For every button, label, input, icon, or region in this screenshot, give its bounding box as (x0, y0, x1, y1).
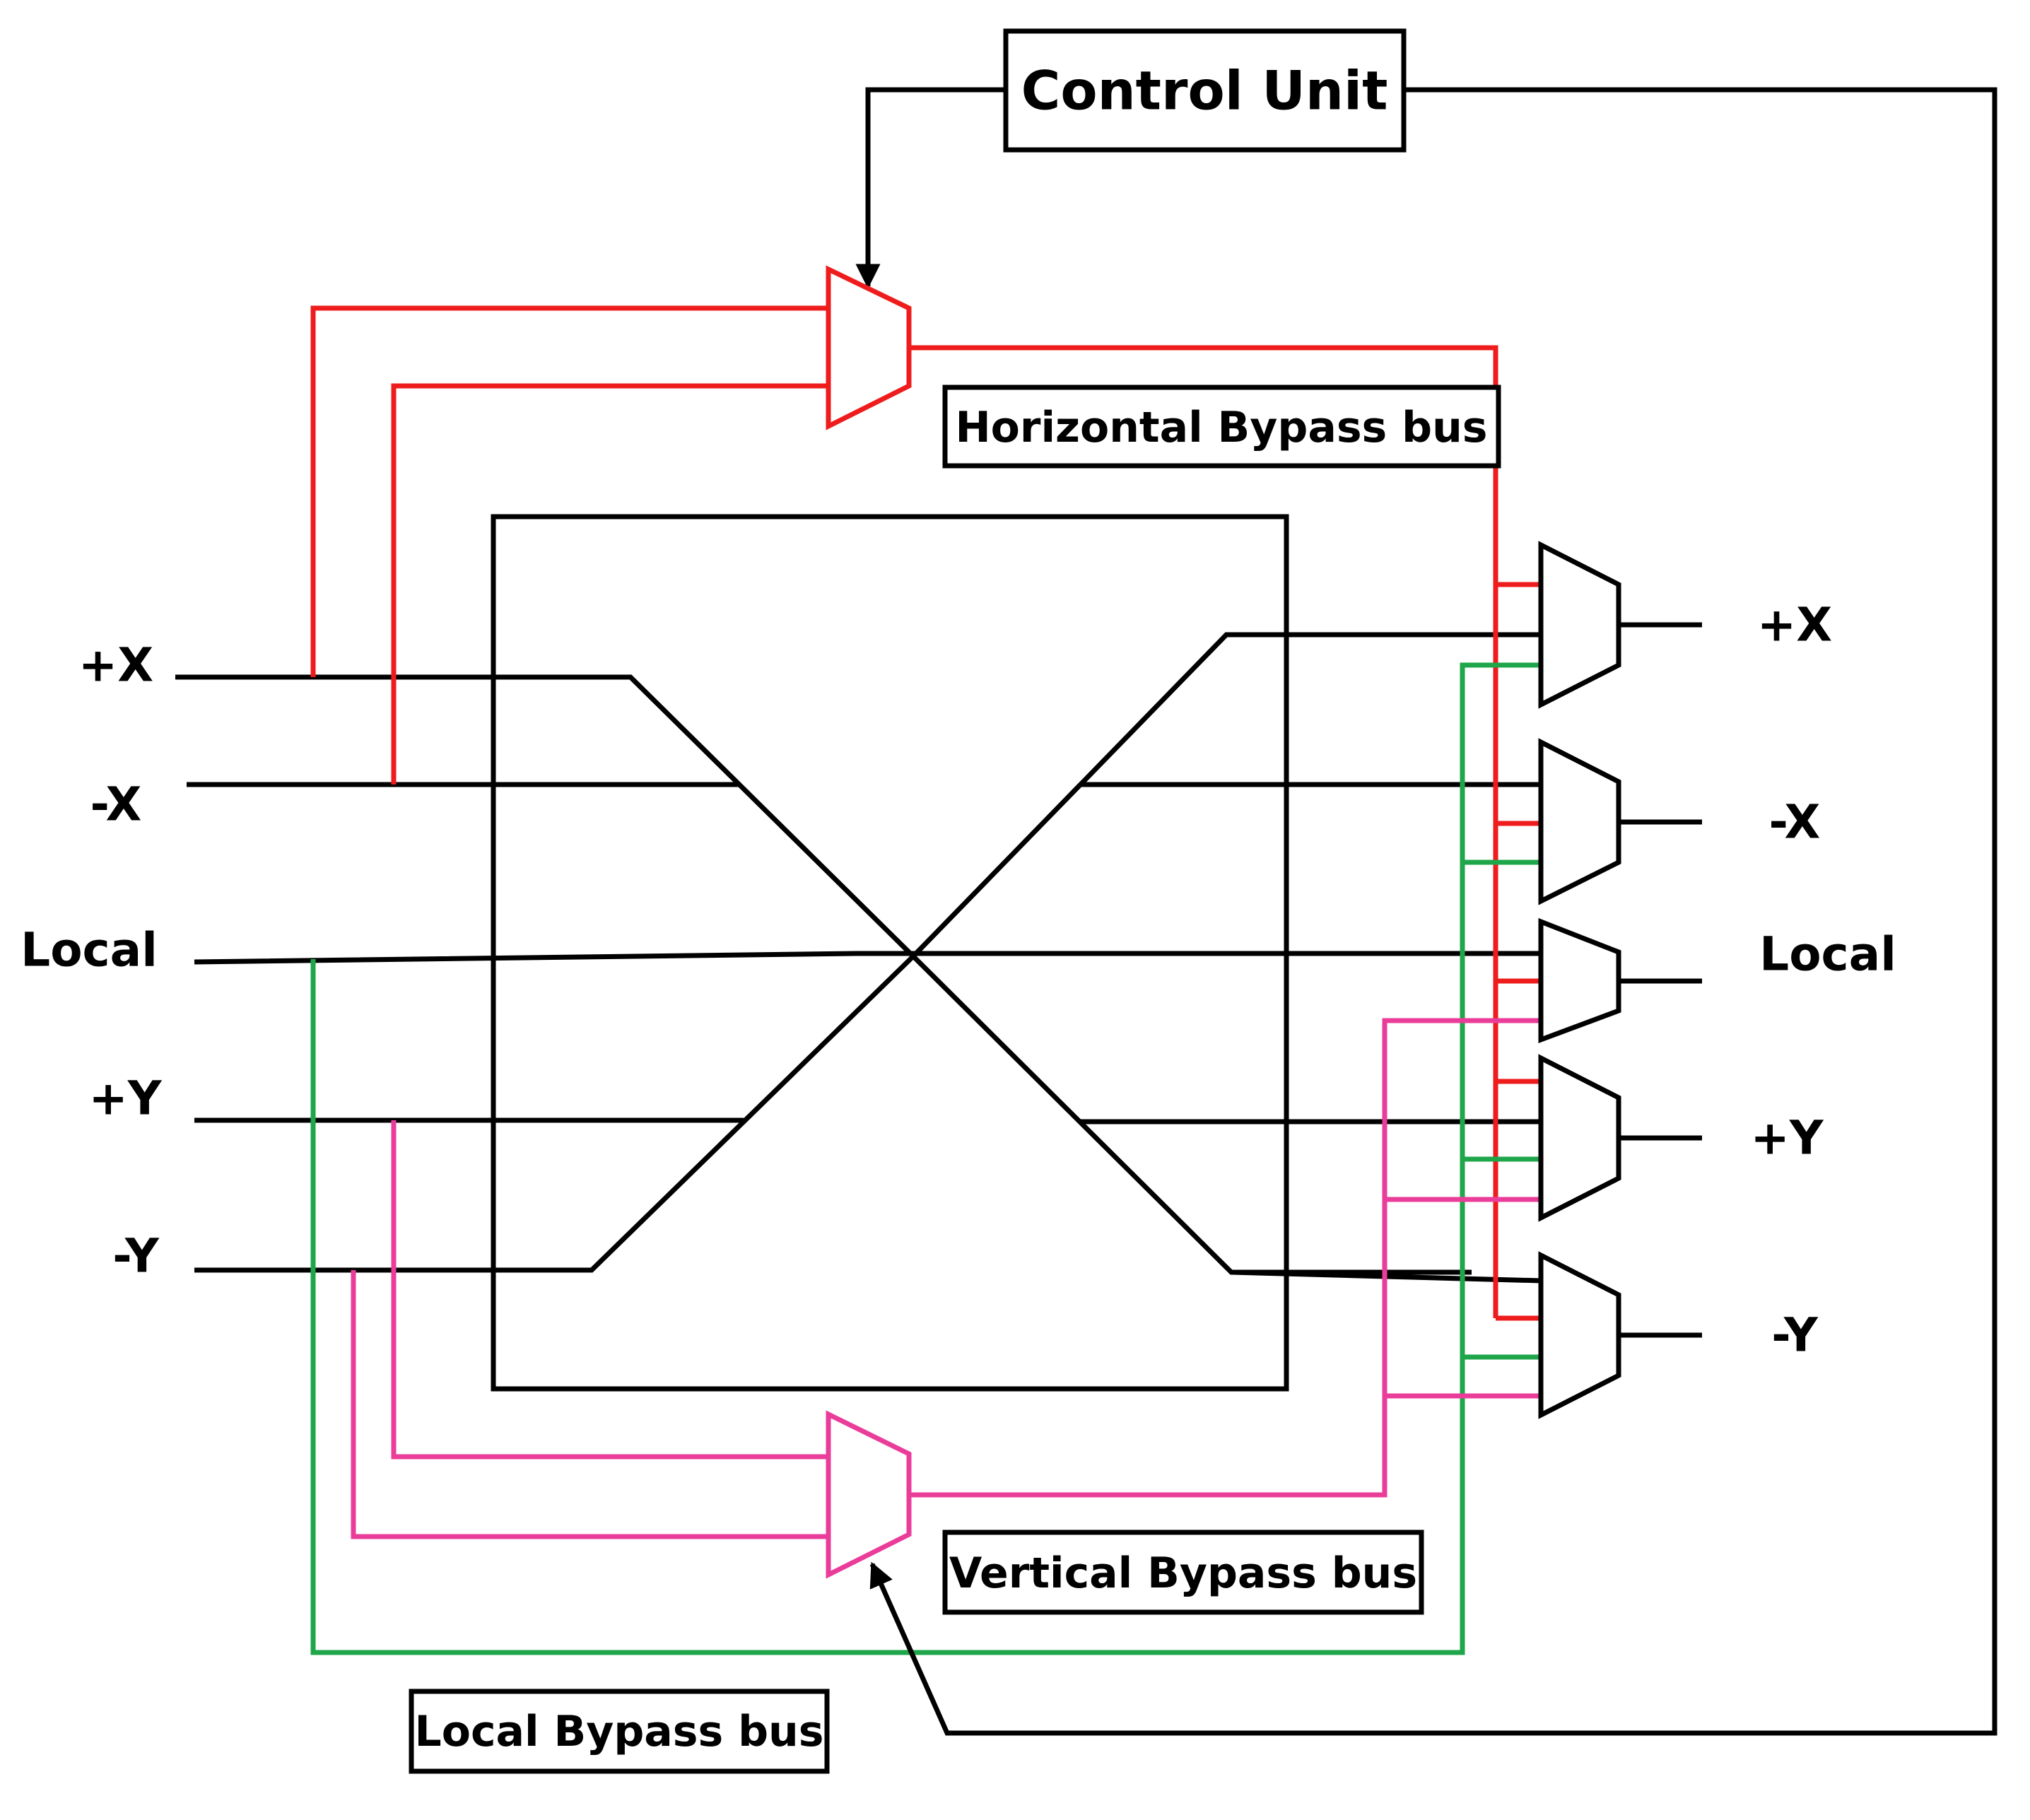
output-label-plus-x: +X (1757, 598, 1832, 652)
output-label-minus-y: -Y (1771, 1308, 1819, 1363)
horizontal-bypass-label-box (942, 384, 1501, 469)
output-label-plus-y: +Y (1750, 1111, 1824, 1166)
crossbar-wires (175, 632, 1542, 1284)
output-mux-minus-y (1538, 1251, 1621, 1419)
horizontal-bypass-wires (310, 305, 1541, 1321)
output-mux-plus-y (1538, 1054, 1621, 1222)
local-bypass-label-box (409, 1689, 830, 1774)
control-unit-box (1003, 28, 1407, 153)
output-mux-local (1538, 917, 1621, 1044)
output-port-labels: +X -X Local +Y -Y (1750, 598, 1896, 1363)
vertical-bypass-wires (351, 1018, 1541, 1539)
vertical-bypass-label-box (942, 1530, 1424, 1615)
local-bypass-wires (310, 662, 1541, 1655)
output-mux-minus-x (1538, 738, 1621, 905)
input-label-local: Local (20, 923, 158, 977)
vertical-bypass-label: Vertical Bypass bus (949, 1549, 1417, 1598)
horizontal-bypass-mux (826, 265, 912, 430)
horizontal-bypass-label: Horizontal Bypass bus (955, 403, 1487, 452)
input-label-plus-x: +X (78, 638, 153, 693)
output-mux-plus-x (1538, 541, 1621, 709)
control-wires (855, 87, 1997, 1736)
input-port-labels: +X -X Local +Y -Y (20, 638, 163, 1284)
output-muxes (1538, 541, 1702, 1419)
output-label-minus-x: -X (1769, 795, 1821, 850)
output-label-local: Local (1759, 927, 1896, 982)
input-label-minus-y: -Y (112, 1229, 160, 1284)
control-unit-label: Control Unit (1021, 59, 1388, 122)
local-bypass-label: Local Bypass bus (415, 1707, 824, 1756)
input-label-plus-y: +Y (88, 1072, 162, 1126)
input-label-minus-x: -X (90, 777, 142, 832)
vertical-bypass-mux (826, 1410, 912, 1579)
